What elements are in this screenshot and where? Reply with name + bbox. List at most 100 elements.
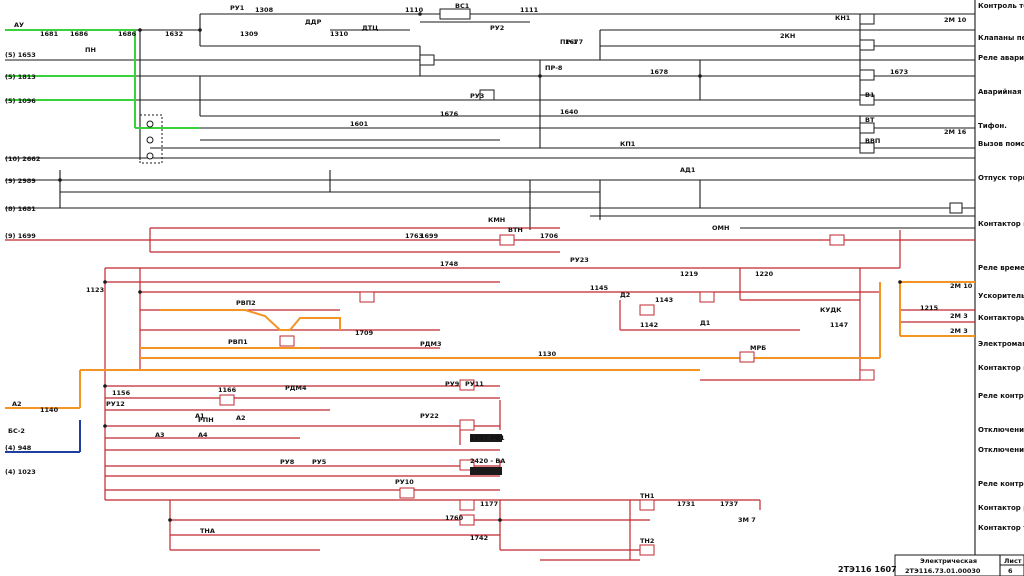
svg-text:1147: 1147: [830, 321, 848, 329]
svg-text:Реле времени пусковое.: Реле времени пусковое.: [978, 264, 1024, 272]
doc-code: 2ТЭ116.73.01.00030: [905, 567, 981, 575]
svg-text:А3: А3: [155, 431, 165, 439]
svg-text:1706: 1706: [540, 232, 559, 240]
drawing-name: Электрическая: [920, 557, 977, 565]
svg-text:1709: 1709: [355, 329, 374, 337]
svg-text:ОМН: ОМН: [712, 224, 729, 232]
svg-text:1737: 1737: [720, 500, 738, 508]
svg-text:1681: 1681: [40, 30, 59, 38]
svg-text:Отключение ряда топливных насо: Отключение ряда топливных насосов.: [978, 446, 1024, 454]
svg-text:Реле контроля работы дизеля по: Реле контроля работы дизеля по давлению …: [978, 392, 1024, 400]
svg-text:Отпуск тормозов.: Отпуск тормозов.: [978, 174, 1024, 182]
svg-text:1678: 1678: [650, 68, 669, 76]
svg-text:ВТ: ВТ: [865, 116, 875, 124]
svg-text:1309: 1309: [240, 30, 259, 38]
svg-text:ДТЦ: ДТЦ: [362, 24, 378, 32]
svg-text:РУ3: РУ3: [470, 92, 484, 100]
svg-text:РДМ3: РДМ3: [420, 340, 442, 348]
svg-text:РУ8: РУ8: [280, 458, 295, 466]
svg-text:1215: 1215: [920, 304, 939, 312]
drawing-number: 2ТЭ116 1607: [838, 565, 897, 574]
label-a2-left: А2: [12, 400, 22, 408]
svg-text:2М 10: 2М 10: [944, 16, 967, 24]
svg-text:КУДК: КУДК: [820, 306, 842, 314]
svg-text:РУ22: РУ22: [420, 412, 439, 420]
svg-text:Отключение прокачки масла.: Отключение прокачки масла.: [978, 426, 1024, 434]
svg-text:2М 3: 2М 3: [950, 327, 968, 335]
right-descriptions: Контроль тормозной магистр. Клапаны песо…: [978, 2, 1024, 532]
svg-text:РПН: РПН: [198, 416, 214, 424]
wire-numbers: 1681 1686 1686 1632 1309 1308 1310 1110 …: [40, 6, 939, 542]
svg-text:РУ2: РУ2: [490, 24, 504, 32]
green-circuits: [5, 29, 200, 129]
svg-text:РУ23: РУ23: [570, 256, 589, 264]
label-bs2: БС-2: [8, 427, 25, 435]
svg-text:1731: 1731: [677, 500, 696, 508]
svg-text:Контроль тормозной магистр.: Контроль тормозной магистр.: [978, 2, 1024, 10]
svg-text:2М 10: 2М 10: [950, 282, 973, 290]
svg-text:ТН1: ТН1: [640, 492, 655, 500]
svg-text:РУ9: РУ9: [445, 380, 460, 388]
svg-text:2КН: 2КН: [780, 32, 795, 40]
svg-text:1111: 1111: [520, 6, 539, 14]
svg-text:1156: 1156: [112, 389, 131, 397]
svg-text:Контактор регулятора напряжени: Контактор регулятора напряжения.: [978, 504, 1024, 512]
svg-text:РУ1: РУ1: [230, 4, 245, 12]
sheet-label: Лист: [1004, 557, 1022, 565]
svg-text:1123: 1123: [86, 286, 104, 294]
svg-text:ВВП: ВВП: [865, 137, 880, 145]
svg-text:РВП1: РВП1: [228, 338, 248, 346]
svg-text:РУ5: РУ5: [312, 458, 327, 466]
component-labels: ВС1 РУ2 РУ3 РУ1 ДДР ДТЦ ПН ПР-1 ПР-8 КН1…: [85, 2, 880, 545]
svg-text:2420 - ВА: 2420 - ВА: [470, 457, 505, 465]
label-n1699: (9) 1699: [5, 232, 36, 240]
svg-text:КМН: КМН: [488, 216, 505, 224]
label-n1096: (5) 1096: [5, 97, 36, 105]
svg-text:1797 РВ1: 1797 РВ1: [470, 434, 505, 442]
svg-text:Реле контроля работы дизеля.: Реле контроля работы дизеля.: [978, 480, 1024, 488]
title-block: 2ТЭ116 1607 Электрическая 2ТЭ116.73.01.0…: [838, 554, 1024, 576]
svg-text:Д1: Д1: [700, 319, 711, 327]
svg-text:1310: 1310: [330, 30, 349, 38]
junctions: [58, 12, 902, 522]
svg-text:1686: 1686: [118, 30, 137, 38]
svg-text:КН1: КН1: [835, 14, 851, 22]
svg-text:1177: 1177: [480, 500, 498, 508]
svg-text:1140: 1140: [40, 406, 59, 414]
label-n2662: (10) 2662: [5, 155, 40, 163]
svg-text:ПН: ПН: [85, 46, 96, 54]
svg-text:ДДР: ДДР: [305, 18, 322, 26]
svg-text:ВТН: ВТН: [508, 226, 523, 234]
svg-text:Контактор топливного насоса.: Контактор топливного насоса.: [978, 524, 1024, 532]
svg-text:Электромагнит привода РЧО.: Электромагнит привода РЧО.: [978, 340, 1024, 348]
svg-text:А1: А1: [195, 412, 205, 420]
svg-text:ПР-8: ПР-8: [545, 64, 563, 72]
label-n2989: (9) 2989: [5, 177, 36, 185]
label-au: АУ: [14, 21, 24, 29]
svg-text:Реле аварийной остановки тепло: Реле аварийной остановки тепловоза: [978, 54, 1024, 62]
svg-text:КП1: КП1: [620, 140, 636, 148]
svg-text:Ускоритель запуска.: Ускоритель запуска.: [978, 292, 1024, 300]
svg-text:ВС1: ВС1: [455, 2, 470, 10]
svg-text:1640: 1640: [560, 108, 579, 116]
svg-text:1601: 1601: [350, 120, 369, 128]
svg-text:1166: 1166: [218, 386, 237, 394]
svg-text:РУ10: РУ10: [395, 478, 414, 486]
svg-text:Вызов помощника.: Вызов помощника.: [978, 140, 1024, 148]
svg-text:В1: В1: [865, 91, 875, 99]
label-n1813: (5) 1813: [5, 73, 36, 81]
label-n1653: (5) 1653: [5, 51, 36, 59]
svg-text:Клапаны песочниц: Клапаны песочниц: [978, 34, 1024, 42]
svg-text:ТНА: ТНА: [200, 527, 215, 535]
svg-text:Контактор масляного прокачиваю: Контактор масляного прокачивающего насос…: [978, 220, 1024, 228]
svg-text:2М 16: 2М 16: [944, 128, 967, 136]
sheet-number: 6: [1008, 567, 1013, 575]
svg-text:Контактор прокачки дизеля.: Контактор прокачки дизеля.: [978, 364, 1024, 372]
svg-text:АД1: АД1: [680, 166, 696, 174]
svg-text:1699: 1699: [420, 232, 439, 240]
svg-text:1130: 1130: [538, 350, 557, 358]
svg-text:Д2: Д2: [620, 291, 630, 299]
red-circuits: [5, 227, 975, 561]
svg-text:1742: 1742: [470, 534, 488, 542]
